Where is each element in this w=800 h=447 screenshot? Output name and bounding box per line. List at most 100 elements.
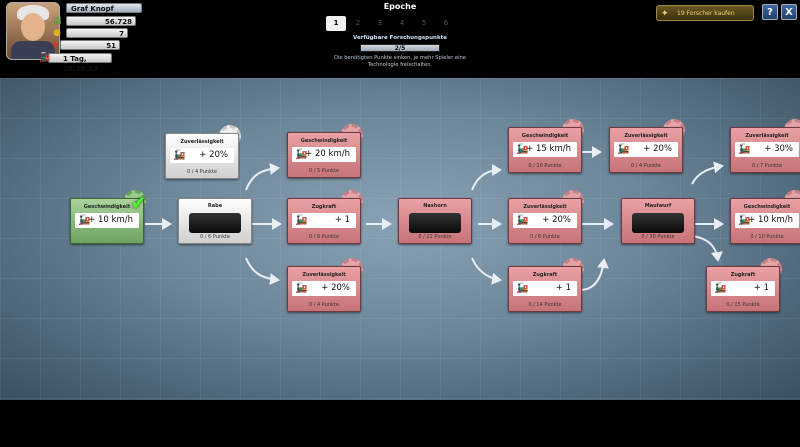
help-button[interactable]: ? — [762, 4, 778, 20]
tech-node-effect: 🚂 + 20% — [170, 148, 234, 163]
train-icon: 🚂 — [516, 215, 529, 226]
train-icon: 🚂 — [516, 283, 529, 294]
tech-node-14[interactable]: Geschwindigkeit 🚂+ 10 km/h 0 / 10 Punkte — [730, 198, 800, 244]
tech-node-effect: 🚂 + 1 — [711, 281, 775, 296]
tech-node-points: 0 / 10 Punkte — [750, 234, 784, 240]
tech-node-value: + 10 km/h — [88, 215, 133, 225]
tech-node-value: + 20 km/h — [305, 149, 350, 159]
tech-node-points: 0 / 22 Punkte — [418, 234, 452, 240]
tech-node-effect: 🚂+ 10 km/h — [735, 213, 799, 228]
tech-node-title: Zuverlässigkeit — [624, 133, 668, 139]
close-button[interactable]: X — [781, 4, 797, 20]
tech-node-title: Zugkraft — [532, 272, 558, 278]
tech-node-15[interactable]: Zugkraft🚂 + 1 0 / 15 Punkte — [706, 266, 780, 312]
tech-node-4[interactable]: Geschwindigkeit 🚂+ 20 km/h 0 / 5 Punkte — [287, 132, 361, 178]
tech-node-title: Geschwindigkeit — [743, 204, 791, 210]
tech-node-value: + 20% — [542, 215, 571, 225]
tech-node-effect: 🚂+ 20% — [292, 281, 356, 296]
researched-check-icon: ✔ — [131, 193, 147, 214]
tech-node-effect: 🚂+ 10 km/h — [75, 213, 139, 228]
locomotive-icon — [189, 213, 241, 233]
tech-node-value: + 1 — [555, 283, 571, 293]
epoch-tab-4[interactable]: 4 — [399, 19, 405, 27]
tech-node-5[interactable]: Zugkraft 🚂+ 1 0 / 6 Punkte — [287, 198, 361, 244]
train-icon: 🚂 — [39, 53, 51, 63]
stars-icon: ★ — [51, 40, 60, 50]
tech-node-title: Zugkraft — [311, 204, 337, 210]
locomotive-icon — [409, 213, 461, 233]
tech-node-1[interactable]: Geschwindigkeit 🚂+ 10 km/h — [70, 198, 144, 244]
epoch-tab-2[interactable]: 2 — [355, 19, 361, 27]
tech-node-title: Maulwurf — [644, 203, 672, 209]
epoch-tab-1[interactable]: 1 — [326, 16, 346, 31]
tech-node-10[interactable]: Zugkraft🚂 + 1 0 / 14 Punkte — [508, 266, 582, 312]
tech-node-points: 0 / 7 Punkte — [751, 163, 782, 169]
player-name: Graf Knopf — [66, 3, 142, 13]
tech-node-points: 0 / 4 Punkte — [630, 163, 661, 169]
research-points-bar: 2/5 — [360, 44, 440, 52]
train-icon: 🚂 — [714, 283, 727, 294]
tech-node-title: Geschwindigkeit — [521, 133, 569, 139]
tech-node-points: 0 / 6 Punkte — [308, 234, 339, 240]
tech-node-2[interactable]: Zuverlässigkeit 🚂 + 20% 0 / 4 Punkte — [165, 133, 239, 179]
tech-node-points: 0 / 4 Punkte — [186, 169, 217, 175]
tech-node-title: Nashorn — [423, 203, 447, 209]
epoch-tab-3[interactable]: 3 — [377, 19, 383, 27]
tech-node-title: Zuverlässigkeit — [523, 204, 567, 210]
buy-researcher-button[interactable]: ✦19 Forscher kaufen — [656, 5, 754, 21]
locomotive-icon — [632, 213, 684, 233]
tech-node-effect: 🚂 + 1 — [513, 281, 577, 296]
tech-node-points: 0 / 15 Punkte — [726, 302, 760, 308]
money-icon: ▤ — [53, 16, 62, 26]
tech-node-effect: 🚂 + 20% — [614, 142, 678, 157]
train-icon: 🚂 — [738, 144, 751, 155]
tech-node-11[interactable]: Zuverlässigkeit 🚂 + 20% 0 / 4 Punkte — [609, 127, 683, 173]
epoch-tab-5[interactable]: 5 — [421, 19, 427, 27]
tech-node-title: Zuverlässigkeit — [180, 139, 224, 145]
tech-node-effect: 🚂+ 20 km/h — [292, 147, 356, 162]
reputation-bar: ★ 51 — [51, 40, 120, 50]
gold-bar: ● 7 — [53, 28, 128, 38]
tech-node-value: + 30% — [764, 144, 793, 154]
train-icon: 🚂 — [173, 150, 186, 161]
tech-node-value: + 1 — [753, 283, 769, 293]
tech-node-effect: 🚂 + 30% — [735, 142, 799, 157]
tech-node-effect: 🚂+ 15 km/h — [513, 142, 577, 157]
tech-node-value: + 10 km/h — [748, 215, 793, 225]
tech-node-value: + 15 km/h — [526, 144, 571, 154]
tech-node-7[interactable]: Nashorn 0 / 22 Punkte — [398, 198, 472, 244]
epoch-title: Epoche — [383, 2, 417, 11]
tech-node-6[interactable]: Zuverlässigkeit🚂+ 20%0 / 4 Punkte — [287, 266, 361, 312]
tech-node-points: 0 / 5 Punkte — [308, 168, 339, 174]
tech-node-title: Geschwindigkeit — [83, 204, 131, 210]
tech-node-title: Zugkraft — [730, 272, 756, 278]
tech-node-value: + 20% — [643, 144, 672, 154]
tech-node-points: 0 / 30 Punkte — [641, 234, 675, 240]
tech-node-value: + 1 — [334, 215, 350, 225]
epoch-tab-6[interactable]: 6 — [443, 19, 449, 27]
player-avatar[interactable] — [6, 2, 60, 60]
tech-node-effect: 🚂 + 20% — [513, 213, 577, 228]
tech-node-title: Rabe — [207, 203, 223, 209]
money-bar: ▤ 56.728 — [53, 16, 136, 26]
research-points-label: Verfügbare Forschungspunkte — [353, 35, 447, 41]
time-bar: 🚂 1 Tag, 20:38:53 — [39, 53, 112, 73]
tech-node-9[interactable]: Zuverlässigkeit🚂+ 20%0 / 6 Punkte — [508, 198, 582, 244]
train-icon: 🚂 — [617, 144, 630, 155]
tech-node-points: 0 / 14 Punkte — [528, 302, 562, 308]
train-icon: 🚂 — [295, 149, 308, 160]
bottom-bar — [0, 400, 800, 447]
tech-node-effect: 🚂+ 1 — [292, 213, 356, 228]
research-hint: Die benötigten Punkte sinken, je mehr Sp… — [333, 55, 466, 68]
tech-node-title: Zuverlässigkeit — [302, 272, 346, 278]
tech-node-12[interactable]: Maulwurf 0 / 30 Punkte — [621, 198, 695, 244]
train-icon: 🚂 — [516, 144, 529, 155]
epoch-tabs: 1 2 3 4 5 6 — [326, 16, 458, 31]
tech-node-value: + 20% — [199, 150, 228, 160]
tech-node-13[interactable]: Zuverlässigkeit🚂+ 30%0 / 7 Punkte — [730, 127, 800, 173]
tech-node-title: Geschwindigkeit — [300, 138, 348, 144]
train-icon: 🚂 — [78, 215, 91, 226]
